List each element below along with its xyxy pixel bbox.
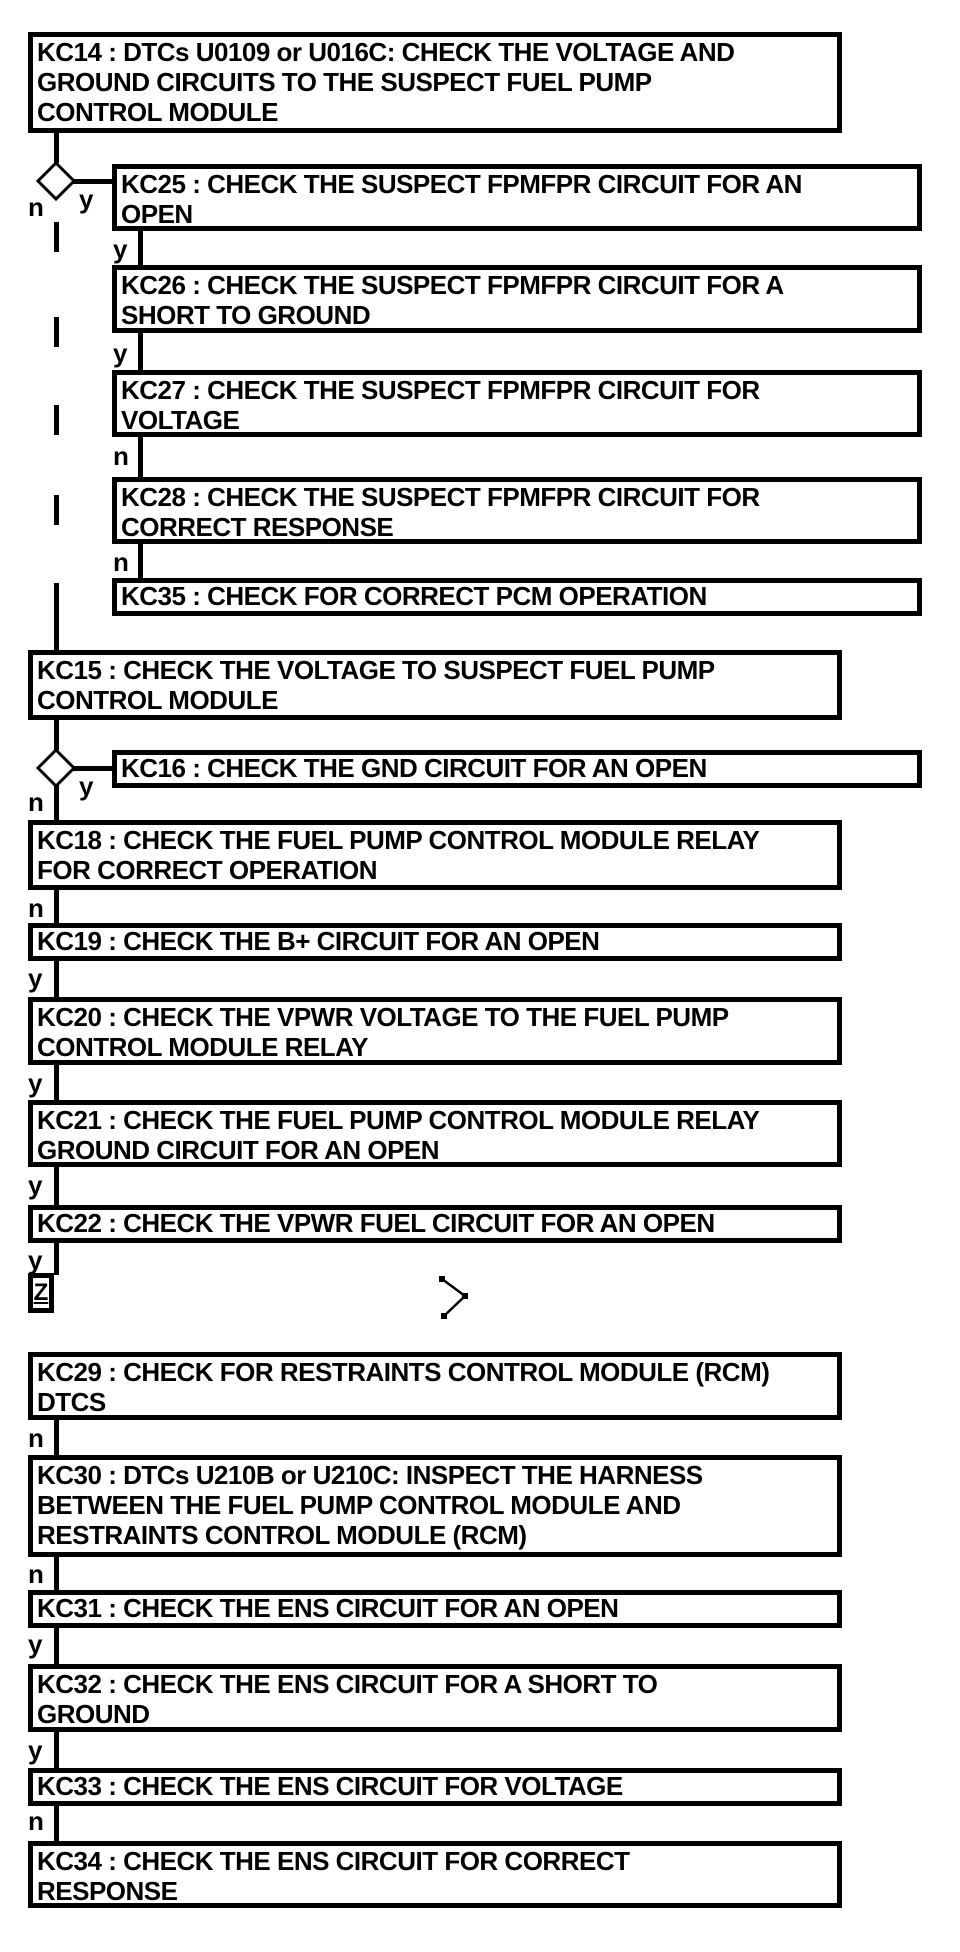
connector-line-dash <box>54 583 59 650</box>
connector-line <box>54 1242 59 1275</box>
connector-line <box>138 333 143 370</box>
branch-label-no: n <box>28 1806 44 1836</box>
connector-line <box>54 960 59 997</box>
page-continuation-chevron-icon <box>439 1276 468 1319</box>
branch-label-yes: y <box>79 184 94 214</box>
connector-line <box>73 766 112 771</box>
flow-box-kc31: KC31 : CHECK THE ENS CIRCUIT FOR AN OPEN <box>28 1590 842 1628</box>
connector-line-dash <box>54 405 59 435</box>
flow-box-kc22: KC22 : CHECK THE VPWR FUEL CIRCUIT FOR A… <box>28 1205 842 1243</box>
connector-line <box>54 1627 59 1664</box>
connector-line <box>54 1420 59 1455</box>
flow-box-kc35: KC35 : CHECK FOR CORRECT PCM OPERATION <box>112 578 922 616</box>
connector-line-dash <box>54 222 59 252</box>
branch-label-yes: y <box>79 771 94 801</box>
connector-line <box>54 1732 59 1768</box>
branch-label-yes: y <box>113 338 128 368</box>
decision-diamond-kc15 <box>36 748 76 788</box>
branch-label-no: n <box>113 547 129 577</box>
connector-line <box>54 785 59 820</box>
flow-box-kc18: KC18 : CHECK THE FUEL PUMP CONTROL MODUL… <box>28 820 842 890</box>
flow-box-kc19: KC19 : CHECK THE B+ CIRCUIT FOR AN OPEN <box>28 923 842 961</box>
branch-label-no: n <box>28 1423 44 1453</box>
flow-box-kc27: KC27 : CHECK THE SUSPECT FPMFPR CIRCUIT … <box>112 370 922 437</box>
decision-diamond-kc14 <box>36 161 76 201</box>
connector-line <box>138 544 143 578</box>
branch-label-no: n <box>28 1559 44 1589</box>
flow-box-kc26: KC26 : CHECK THE SUSPECT FPMFPR CIRCUIT … <box>112 265 922 333</box>
branch-label-yes: y <box>28 963 43 993</box>
flow-box-kc15: KC15 : CHECK THE VOLTAGE TO SUSPECT FUEL… <box>28 650 842 720</box>
branch-label-yes: y <box>28 1245 43 1275</box>
flow-box-kc30: KC30 : DTCs U210B or U210C: INSPECT THE … <box>28 1455 842 1557</box>
branch-label-yes: y <box>113 234 128 264</box>
flow-box-kc28: KC28 : CHECK THE SUSPECT FPMFPR CIRCUIT … <box>112 477 922 544</box>
connector-line <box>54 133 59 163</box>
connector-line <box>54 720 59 750</box>
connector-line <box>54 890 59 923</box>
connector-line <box>54 1803 59 1841</box>
connector-line <box>54 1065 59 1100</box>
flow-box-kc20: KC20 : CHECK THE VPWR VOLTAGE TO THE FUE… <box>28 997 842 1065</box>
branch-label-yes: y <box>28 1629 43 1659</box>
flow-box-kc25: KC25 : CHECK THE SUSPECT FPMFPR CIRCUIT … <box>112 164 922 231</box>
offpage-connector-label: Z <box>33 1279 49 1306</box>
connector-line <box>54 1557 59 1590</box>
connector-line <box>73 179 112 184</box>
branch-label-yes: y <box>28 1170 43 1200</box>
flow-box-kc21: KC21 : CHECK THE FUEL PUMP CONTROL MODUL… <box>28 1100 842 1167</box>
flow-box-kc14: KC14 : DTCs U0109 or U016C: CHECK THE VO… <box>28 32 842 133</box>
branch-label-yes: y <box>28 1068 43 1098</box>
branch-label-no: n <box>28 787 44 817</box>
connector-line-dash <box>54 495 59 525</box>
branch-label-yes: y <box>28 1735 43 1765</box>
connector-line <box>138 437 143 477</box>
branch-label-no: n <box>28 192 44 222</box>
branch-label-no: n <box>28 893 44 923</box>
offpage-connector-z: Z <box>28 1273 54 1313</box>
branch-label-no: n <box>113 441 129 471</box>
flow-box-kc33: KC33 : CHECK THE ENS CIRCUIT FOR VOLTAGE <box>28 1768 842 1806</box>
connector-line <box>54 1167 59 1205</box>
flow-box-kc29: KC29 : CHECK FOR RESTRAINTS CONTROL MODU… <box>28 1352 842 1420</box>
connector-line <box>138 231 143 265</box>
flow-box-kc34: KC34 : CHECK THE ENS CIRCUIT FOR CORRECT… <box>28 1841 842 1908</box>
flow-box-kc16: KC16 : CHECK THE GND CIRCUIT FOR AN OPEN <box>112 750 922 788</box>
flow-box-kc32: KC32 : CHECK THE ENS CIRCUIT FOR A SHORT… <box>28 1664 842 1732</box>
connector-line-dash <box>54 317 59 347</box>
